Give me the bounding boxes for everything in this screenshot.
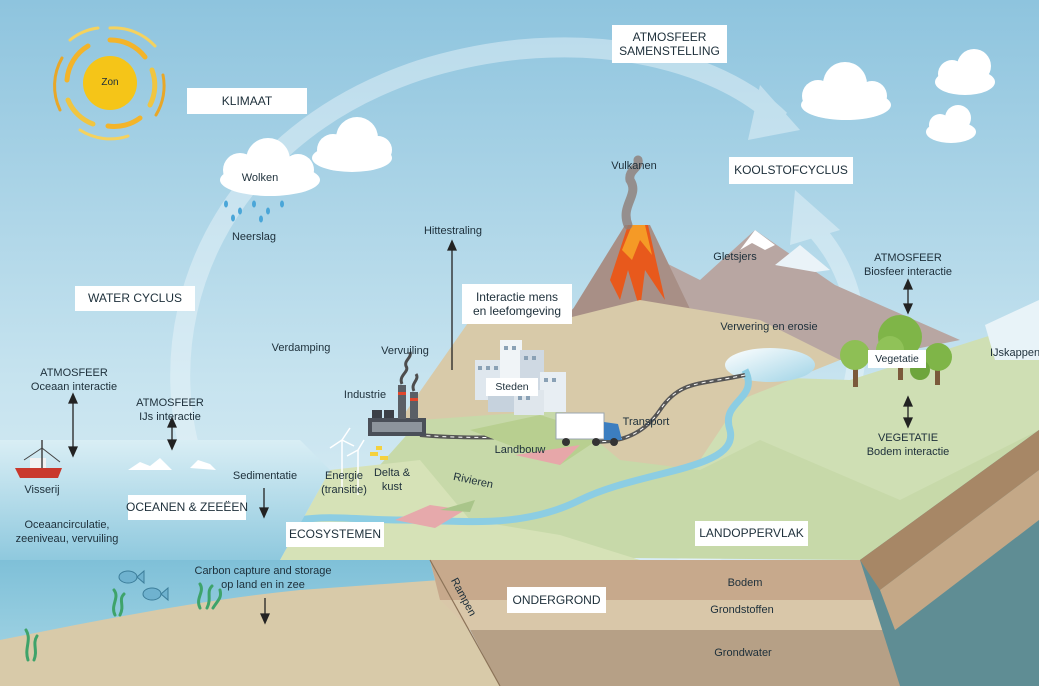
- oceaancirculatie-line2: zeeniveau, vervuiling: [15, 532, 119, 545]
- river: [299, 368, 752, 526]
- vegetatie-box: Vegetatie: [868, 350, 926, 368]
- fault-line: [429, 559, 501, 686]
- grondstoffen-label: Grondstoffen: [710, 604, 774, 616]
- gletsjers-label: Gletsjers: [713, 251, 757, 263]
- landbouw-label: Landbouw: [494, 444, 546, 456]
- carbon-capture-line1: Carbon capture and storage: [194, 565, 332, 577]
- cloud-icon: [935, 49, 995, 95]
- hittestraling-label: Hittestraling: [423, 225, 483, 237]
- atmosfeer-biosfeer-line1: ATMOSFEER: [874, 252, 942, 264]
- solar-panel-icon: [370, 446, 388, 460]
- energie-line2: (transitie): [321, 483, 367, 496]
- block-side-soil: [860, 430, 1039, 590]
- grondwater-label: Grondwater: [714, 647, 772, 659]
- landoppervlak-box: LANDOPPERVLAK: [695, 521, 808, 546]
- atmosfeer-ijs-line1: ATMOSFEER: [136, 397, 204, 409]
- water-cyclus-box: WATER CYCLUS: [75, 286, 195, 311]
- energie-line1: Energie: [325, 470, 363, 482]
- fish-icon: [118, 569, 169, 602]
- neerslag-label: Neerslag: [231, 231, 277, 243]
- interactie-box: Interactie mens en leefomgeving: [462, 284, 572, 324]
- sun-icon: [53, 26, 166, 141]
- cloud-icon: [312, 117, 392, 172]
- oceanen-box: OCEANEN & ZEEËEN: [126, 495, 248, 520]
- klimaat-box: KLIMAAT: [187, 88, 307, 114]
- volcano-icon: [560, 155, 700, 330]
- rain-icon: [224, 200, 284, 223]
- oceaancirculatie-label: Oceaancirculatie, zeeniveau, vervuiling: [8, 519, 126, 547]
- seabed: [0, 580, 500, 686]
- carbon-capture-label: Carbon capture and storage op land en in…: [188, 565, 338, 593]
- truck-icon: [555, 412, 622, 446]
- visserij-label: Visserij: [24, 484, 60, 496]
- delta-line1: Delta &: [373, 467, 411, 479]
- atmosfeer-samenstelling-line2: SAMENSTELLING: [619, 44, 720, 58]
- factory-icon: [368, 351, 426, 436]
- steden-box: Steden: [486, 378, 538, 396]
- atmosfeer-biosfeer-line2: Biosfeer interactie: [863, 265, 953, 278]
- cloud-icon: [220, 138, 320, 196]
- oceaancirculatie-line1: Oceaancirculatie,: [24, 519, 110, 531]
- bodem-label: Bodem: [727, 577, 763, 589]
- verwering-label: Verwering en erosie: [720, 321, 818, 333]
- vegetatie-bodem-label: VEGETATIE Bodem interactie: [860, 432, 956, 460]
- atmosfeer-ijs-label: ATMOSFEER IJs interactie: [130, 397, 210, 425]
- atmosfeer-biosfeer-label: ATMOSFEER Biosfeer interactie: [858, 252, 958, 280]
- vervuiling-label: Vervuiling: [381, 345, 429, 357]
- ice-cap: [985, 300, 1039, 360]
- cloud-icon: [926, 105, 976, 143]
- atmosfeer-samenstelling-line1: ATMOSFEER: [632, 29, 707, 44]
- atmosfeer-oceaan-line1: ATMOSFEER: [40, 367, 108, 379]
- arrows: [67, 239, 914, 625]
- atmosfeer-oceaan-label: ATMOSFEER Oceaan interactie: [28, 367, 120, 395]
- field: [440, 500, 475, 512]
- delta-line2: kust: [381, 480, 403, 493]
- ondergrond-box: ONDERGROND: [507, 587, 606, 613]
- fishing-boat-icon: [15, 440, 62, 478]
- interactie-line1: Interactie mens: [475, 289, 559, 304]
- zon-label: Zon: [101, 77, 119, 88]
- field: [395, 505, 465, 528]
- transport-label: Transport: [622, 416, 670, 428]
- sedimentatie-label: Sedimentatie: [232, 470, 298, 482]
- vulkanen-label: Vulkanen: [611, 160, 657, 172]
- vegetatie-bodem-line1: VEGETATIE: [877, 432, 939, 444]
- wind-turbine-icon: [329, 427, 365, 495]
- ijskappen-label: IJskappen: [990, 347, 1039, 359]
- block-side-mid: [880, 470, 1039, 630]
- verdamping-label: Verdamping: [271, 342, 331, 354]
- seaweed-icon: [24, 582, 222, 662]
- field: [515, 445, 580, 465]
- interactie-line2: en leefomgeving: [472, 304, 562, 318]
- atmosfeer-ijs-line2: IJs interactie: [139, 410, 201, 423]
- carbon-capture-line2: op land en in zee: [221, 578, 305, 591]
- koolstofcyclus-box: KOOLSTOFCYCLUS: [729, 157, 853, 184]
- delta-label: Delta & kust: [372, 467, 412, 495]
- energie-label: Energie (transitie): [318, 470, 370, 498]
- wolken-label: Wolken: [241, 172, 279, 184]
- ecosystemen-box: ECOSYSTEMEN: [286, 522, 384, 547]
- atmosfeer-oceaan-line2: Oceaan interactie: [30, 380, 118, 393]
- cloud-icon: [801, 62, 891, 120]
- ice-floe-icon: [128, 458, 216, 470]
- vegetatie-bodem-line2: Bodem interactie: [866, 445, 950, 458]
- industrie-label: Industrie: [343, 389, 387, 401]
- atmosfeer-samenstelling-box: ATMOSFEER SAMENSTELLING: [612, 25, 727, 63]
